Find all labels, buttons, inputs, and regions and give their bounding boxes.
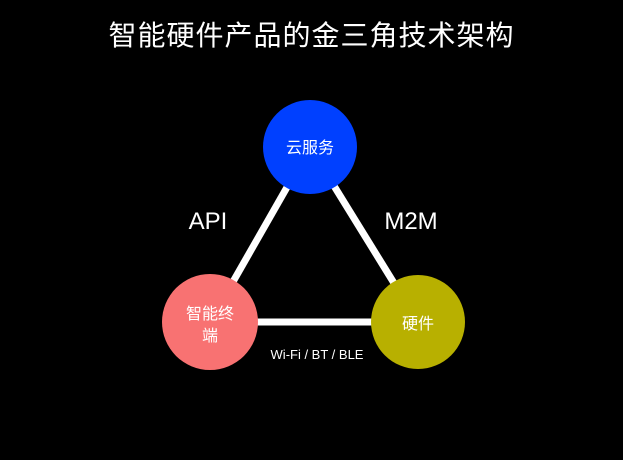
slide-title: 智能硬件产品的金三角技术架构 — [108, 19, 515, 52]
edge-label-wifi-bt-ble: Wi-Fi / BT / BLE — [271, 347, 364, 362]
node-cloud — [263, 100, 357, 194]
node-cloud-label: 云服务 — [286, 138, 334, 157]
node-terminal — [162, 274, 258, 370]
edge-label-m2m: M2M — [384, 208, 437, 235]
node-terminal-label-line2: 端 — [202, 326, 218, 345]
node-hardware-label: 硬件 — [402, 314, 434, 333]
node-terminal-label-line1: 智能终 — [186, 304, 234, 323]
node-hardware — [371, 275, 465, 369]
edge-label-api: API — [189, 208, 228, 235]
